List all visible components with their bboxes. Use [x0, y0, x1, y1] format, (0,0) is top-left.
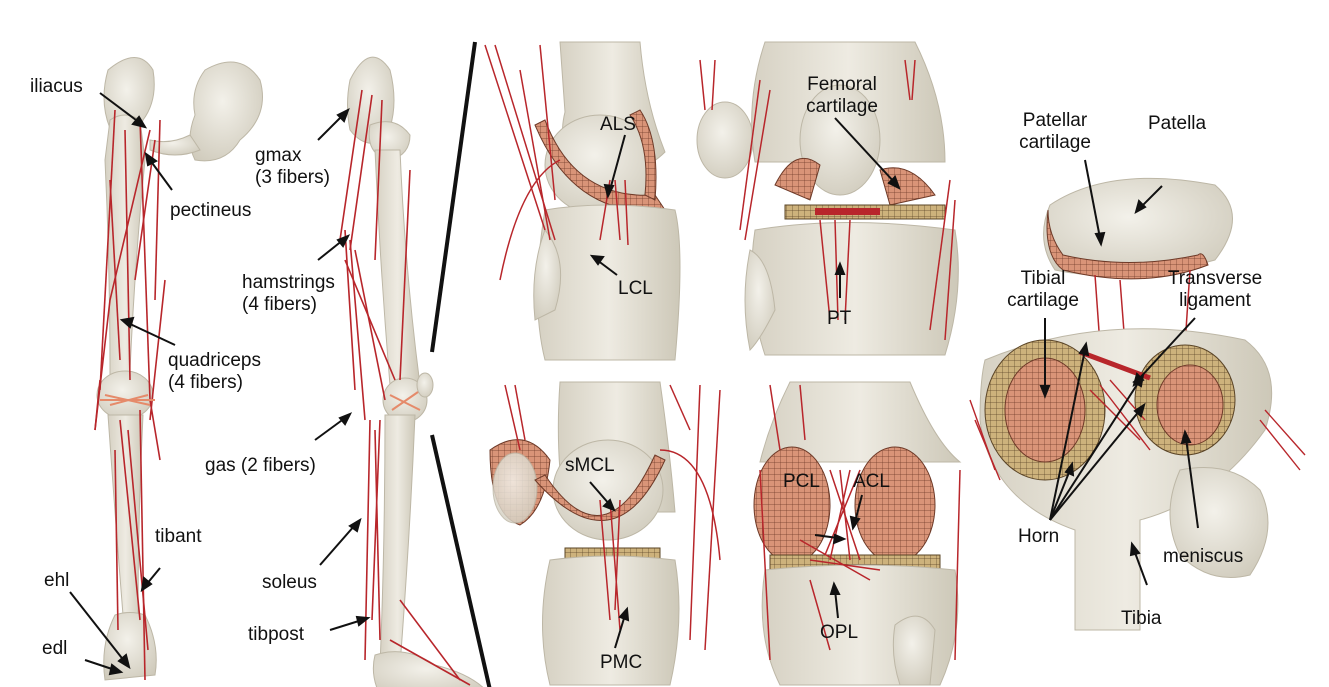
label-meniscus: meniscus — [1163, 546, 1243, 568]
label-iliacus: iliacus — [30, 76, 83, 98]
label-tibpost: tibpost — [248, 624, 304, 646]
label-quadriceps-line1: quadriceps — [168, 350, 261, 372]
label-gas: gas (2 fibers) — [205, 455, 316, 477]
foot-side — [373, 652, 490, 687]
label-tibial-cartilage-line2: cartilage — [1003, 290, 1083, 312]
transverse-lig-ant — [815, 208, 880, 215]
label-pectineus: pectineus — [170, 200, 251, 222]
label-tibia: Tibia — [1121, 608, 1161, 630]
label-acl: ACL — [853, 471, 890, 493]
patella-side — [417, 373, 433, 397]
label-gmax: gmax (3 fibers) — [255, 145, 330, 189]
tibial-cartilage-lateral — [1157, 365, 1223, 445]
label-quadriceps-line2: (4 fibers) — [168, 372, 261, 394]
label-opl: OPL — [820, 622, 858, 644]
label-lcl: LCL — [618, 278, 653, 300]
label-hamstrings-line2: (4 fibers) — [242, 294, 335, 316]
label-soleus: soleus — [262, 572, 317, 594]
label-edl: edl — [42, 638, 67, 660]
panel-knee-medial — [490, 382, 720, 685]
fem-cart-ant-r — [880, 168, 935, 205]
patella-med — [493, 453, 537, 523]
pelvis-left — [190, 62, 263, 161]
label-patellar-cartilage-line2: cartilage — [1005, 132, 1105, 154]
label-femoral-cartilage-line1: Femoral — [797, 74, 887, 96]
panel-full-leg-side — [315, 57, 490, 687]
patella-lat — [697, 102, 753, 178]
panel-tibial-plateau — [970, 160, 1305, 630]
label-transverse-ligament: Transverse ligament — [1160, 268, 1270, 312]
label-pt: PT — [827, 308, 851, 330]
label-tibant: tibant — [155, 526, 201, 548]
label-transverse-ligament-line1: Transverse — [1160, 268, 1270, 290]
label-smcl: sMCL — [565, 455, 615, 477]
label-patella: Patella — [1148, 113, 1206, 135]
label-patellar-cartilage-line1: Patellar — [1005, 110, 1105, 132]
tibia-side — [380, 415, 415, 665]
label-quadriceps: quadriceps (4 fibers) — [168, 350, 261, 394]
label-pmc: PMC — [600, 652, 642, 674]
fibula-post — [893, 616, 935, 685]
label-femoral-cartilage-line2: cartilage — [797, 96, 887, 118]
label-patellar-cartilage: Patellar cartilage — [1005, 110, 1105, 154]
zoom-lines — [432, 42, 490, 687]
label-horn: Horn — [1018, 526, 1059, 548]
label-pcl: PCL — [783, 471, 820, 493]
label-ehl: ehl — [44, 570, 69, 592]
label-als: ALS — [600, 114, 636, 136]
fem-cart-ant-l — [775, 158, 820, 200]
tibia-ant — [752, 223, 959, 356]
label-tibial-cartilage-line1: Tibial — [1003, 268, 1083, 290]
post-condyle-l — [754, 447, 830, 563]
label-hamstrings: hamstrings (4 fibers) — [242, 272, 335, 316]
panel-knee-lateral — [485, 42, 753, 360]
post-condyle-r — [855, 447, 935, 563]
label-femoral-cartilage: Femoral cartilage — [797, 74, 887, 118]
label-gmax-line2: (3 fibers) — [255, 167, 330, 189]
label-gmax-line1: gmax — [255, 145, 330, 167]
tibia-front — [108, 415, 143, 615]
label-tibial-cartilage: Tibial cartilage — [1003, 268, 1083, 312]
label-hamstrings-line1: hamstrings — [242, 272, 335, 294]
label-transverse-ligament-line2: ligament — [1160, 290, 1270, 312]
pubis — [150, 135, 200, 155]
